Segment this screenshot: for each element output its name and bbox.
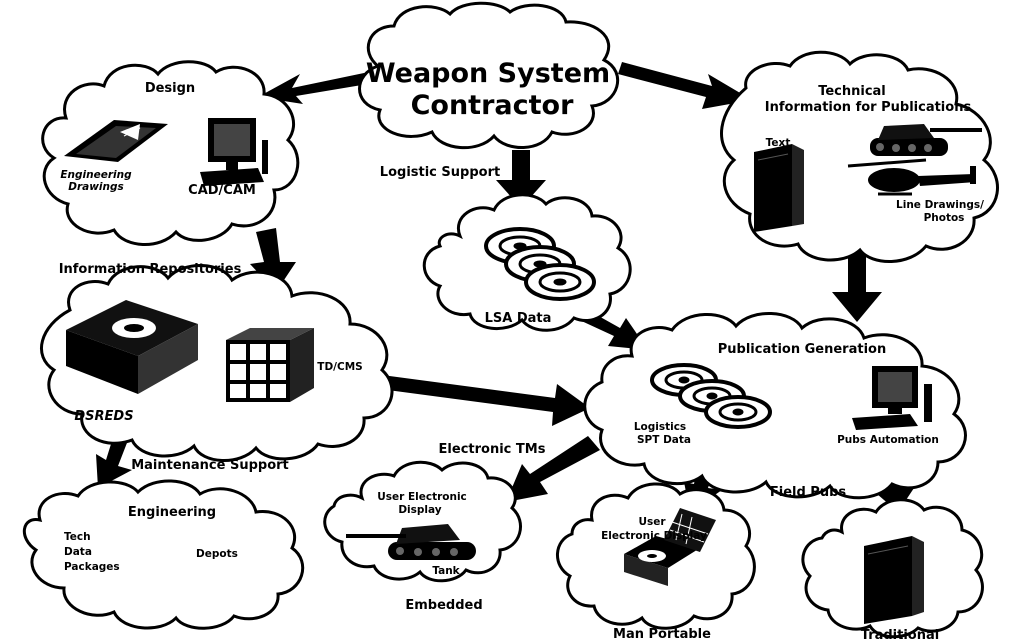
center-title-line1: Weapon System (366, 58, 610, 89)
man-portable-caption: Man Portable (613, 627, 711, 642)
cloud-weapon-system-contractor (358, 1, 620, 150)
engineering-title: Engineering (128, 505, 216, 520)
arrow-to-technical (618, 62, 752, 109)
engineering-drawings-label-line2: Drawings (68, 181, 124, 193)
logistic-support-label: Logistic Support (380, 165, 500, 180)
line-drawings-label-line2: Photos (924, 212, 965, 224)
information-repositories-label: Information Repositories (59, 262, 242, 277)
line-drawings-label-line1: Line Drawings/ (896, 199, 984, 211)
tank-label: Tank (432, 565, 460, 577)
center-title-line2: Contractor (411, 90, 574, 121)
field-pubs-label: Field Pubs (770, 485, 847, 500)
arrow-logistic-support (496, 150, 546, 208)
cadcam-label: CAD/CAM (188, 183, 256, 198)
embedded-tank-icon (346, 524, 476, 560)
design-title: Design (145, 81, 195, 96)
embedded-caption: Embedded (405, 598, 482, 613)
cadcam-computer-icon (200, 118, 268, 186)
cloud-embedded (323, 460, 522, 583)
arrow-electronic-tms (506, 436, 600, 502)
embedded-user-display-line2: Display (398, 504, 441, 516)
pubs-automation-label: Pubs Automation (837, 434, 939, 446)
tank-photo-icon (870, 124, 982, 156)
portable-display-device-icon (624, 508, 716, 586)
lsa-data-disks-icon (484, 227, 596, 301)
tech-data-packages-line2: Data (64, 546, 92, 558)
logistics-spt-label-line2: SPT Data (637, 434, 691, 446)
man-portable-user-display-line2: Electronic Display (601, 530, 707, 542)
dsreds-label: DSREDS (74, 409, 133, 424)
arrow-repositories-to-publication (380, 375, 590, 426)
embedded-user-display-line1: User Electronic (377, 491, 467, 503)
man-portable-user-display-line1: User (638, 516, 666, 528)
arrow-to-design (258, 68, 392, 104)
text-book-icon (754, 144, 804, 232)
arrow-tech-to-publication (832, 252, 882, 322)
lsa-data-label: LSA Data (485, 311, 552, 326)
electronic-tms-label: Electronic TMs (439, 442, 546, 457)
technical-title-line2: Information for Publications (765, 100, 972, 115)
cloud-engineering (23, 479, 305, 630)
text-label: Text (766, 137, 791, 149)
cloud-publication-generation (583, 312, 967, 500)
traditional-book-icon (864, 536, 924, 624)
cloud-design (41, 60, 300, 246)
pubs-automation-computer-icon (852, 366, 932, 430)
publication-generation-title: Publication Generation (718, 342, 886, 357)
depots-label: Depots (196, 548, 238, 560)
tech-data-packages-line3: Packages (64, 561, 120, 573)
logistics-spt-label-line1: Logistics (634, 421, 686, 433)
engineering-drawing-icon (64, 120, 168, 162)
maintenance-support-label: Maintenance Support (131, 458, 289, 473)
tdcms-label: TD/CMS (317, 361, 362, 373)
tdcms-cube-icon (226, 328, 314, 402)
helicopter-photo-icon (847, 158, 976, 196)
technical-title-line1: Technical (818, 84, 886, 99)
engineering-drawings-label-line1: Engineering (60, 169, 132, 181)
dsreds-drive-icon (66, 300, 198, 394)
logistics-spt-disks-icon (650, 363, 772, 429)
traditional-caption: Traditional (861, 628, 939, 643)
tech-data-packages-line1: Tech (64, 531, 91, 543)
